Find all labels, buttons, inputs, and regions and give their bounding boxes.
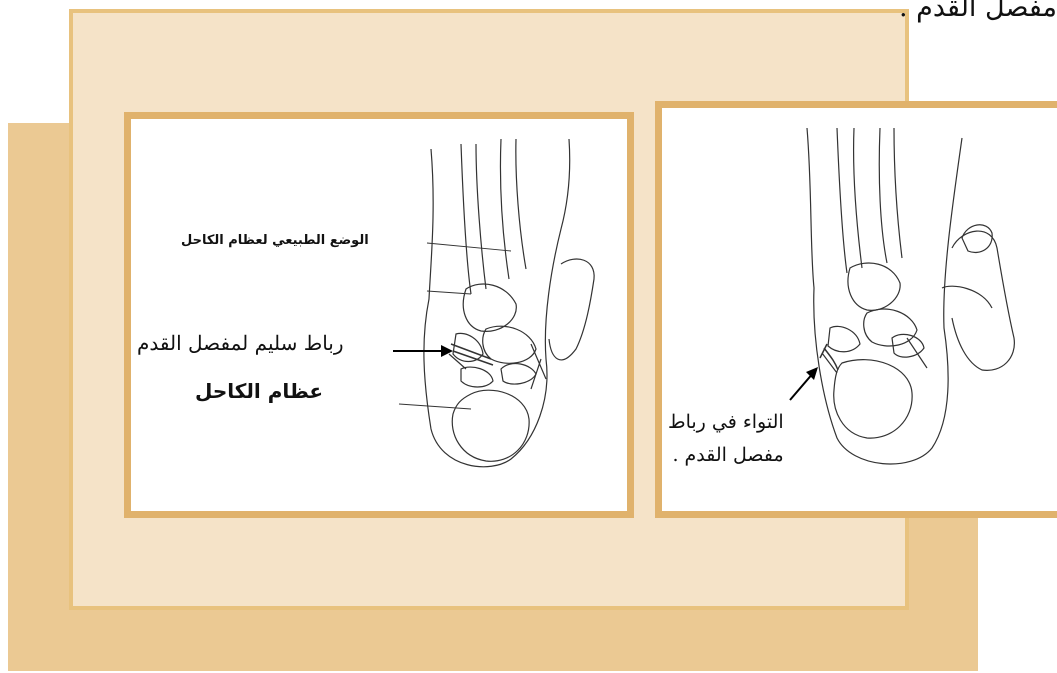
label-ankle-bones: عظام الكاحل — [195, 379, 323, 403]
label-ligament-sprain: التواء في رباط مفصل القدم . — [668, 406, 784, 472]
label-healthy-ligament: رباط سليم لمفصل القدم — [137, 331, 344, 355]
label-sprain-line1: التواء في رباط — [668, 406, 784, 439]
figure-sprained-ankle: التواء في رباط مفصل القدم . — [655, 101, 1057, 518]
figure-normal-ankle: الوضع الطبيعي لعظام الكاحل رباط سليم لمف… — [124, 112, 634, 518]
label-normal-position: الوضع الطبيعي لعظام الكاحل — [181, 233, 369, 248]
label-sprain-line2: مفصل القدم . — [668, 439, 784, 472]
page-top-text: مفصل القدم . — [899, 0, 1057, 23]
normal-ankle-illustration — [131, 119, 627, 511]
